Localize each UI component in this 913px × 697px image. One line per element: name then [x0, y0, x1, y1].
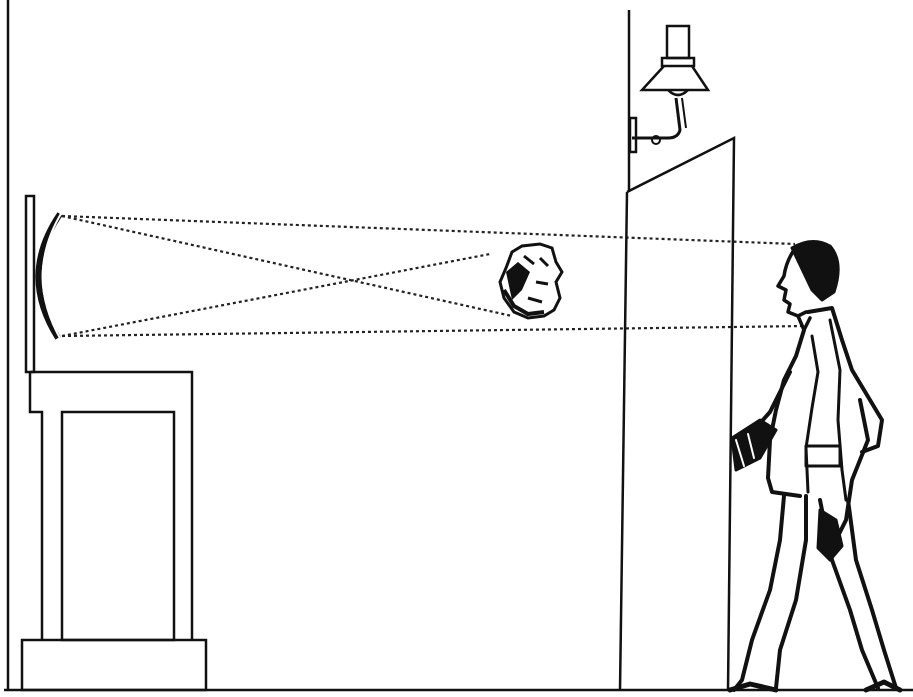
wall: [618, 10, 736, 691]
mirror-stand: [20, 370, 208, 692]
concave-mirror: [24, 194, 63, 374]
wall-lamp: [628, 24, 711, 154]
frame: [4, 0, 913, 692]
light-rays: [61, 214, 807, 338]
real-image-head: [498, 242, 564, 320]
observer-man: [727, 240, 903, 693]
